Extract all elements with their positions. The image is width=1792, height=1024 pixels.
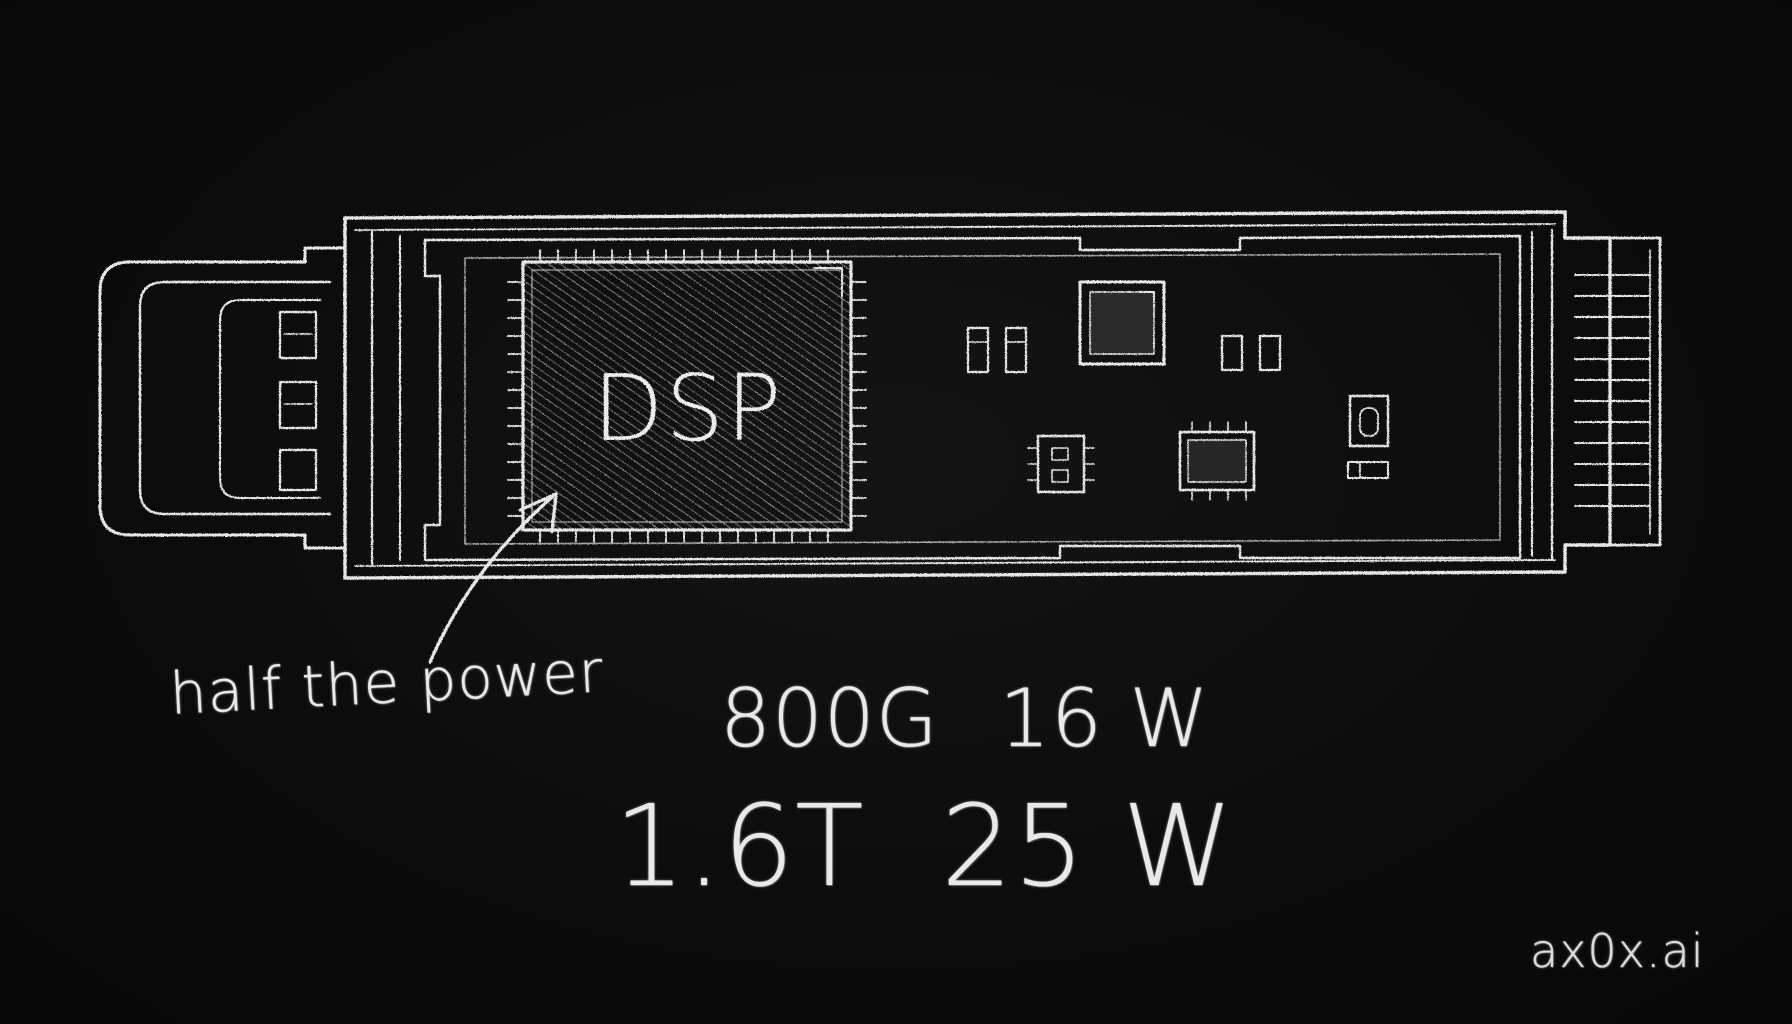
pcb-components: [966, 280, 1390, 501]
dsp-chip: [507, 249, 867, 543]
brand-watermark: ax0x.ai: [1530, 924, 1705, 978]
dsp-chip-label: DSP: [593, 355, 784, 462]
spec-power: 25 W: [941, 782, 1234, 912]
edge-connector: [1574, 236, 1662, 547]
pull-tab: [98, 246, 347, 550]
spec-1-6t: 1.6T 25 W: [614, 782, 1234, 912]
module-housing: [343, 210, 1612, 580]
spec-power: 16 W: [999, 672, 1210, 765]
spec-800g: 800G 16 W: [720, 672, 1209, 765]
spec-speed: 800G: [720, 672, 939, 765]
spec-speed: 1.6T: [614, 782, 865, 912]
annotation-arrow: [428, 492, 558, 664]
